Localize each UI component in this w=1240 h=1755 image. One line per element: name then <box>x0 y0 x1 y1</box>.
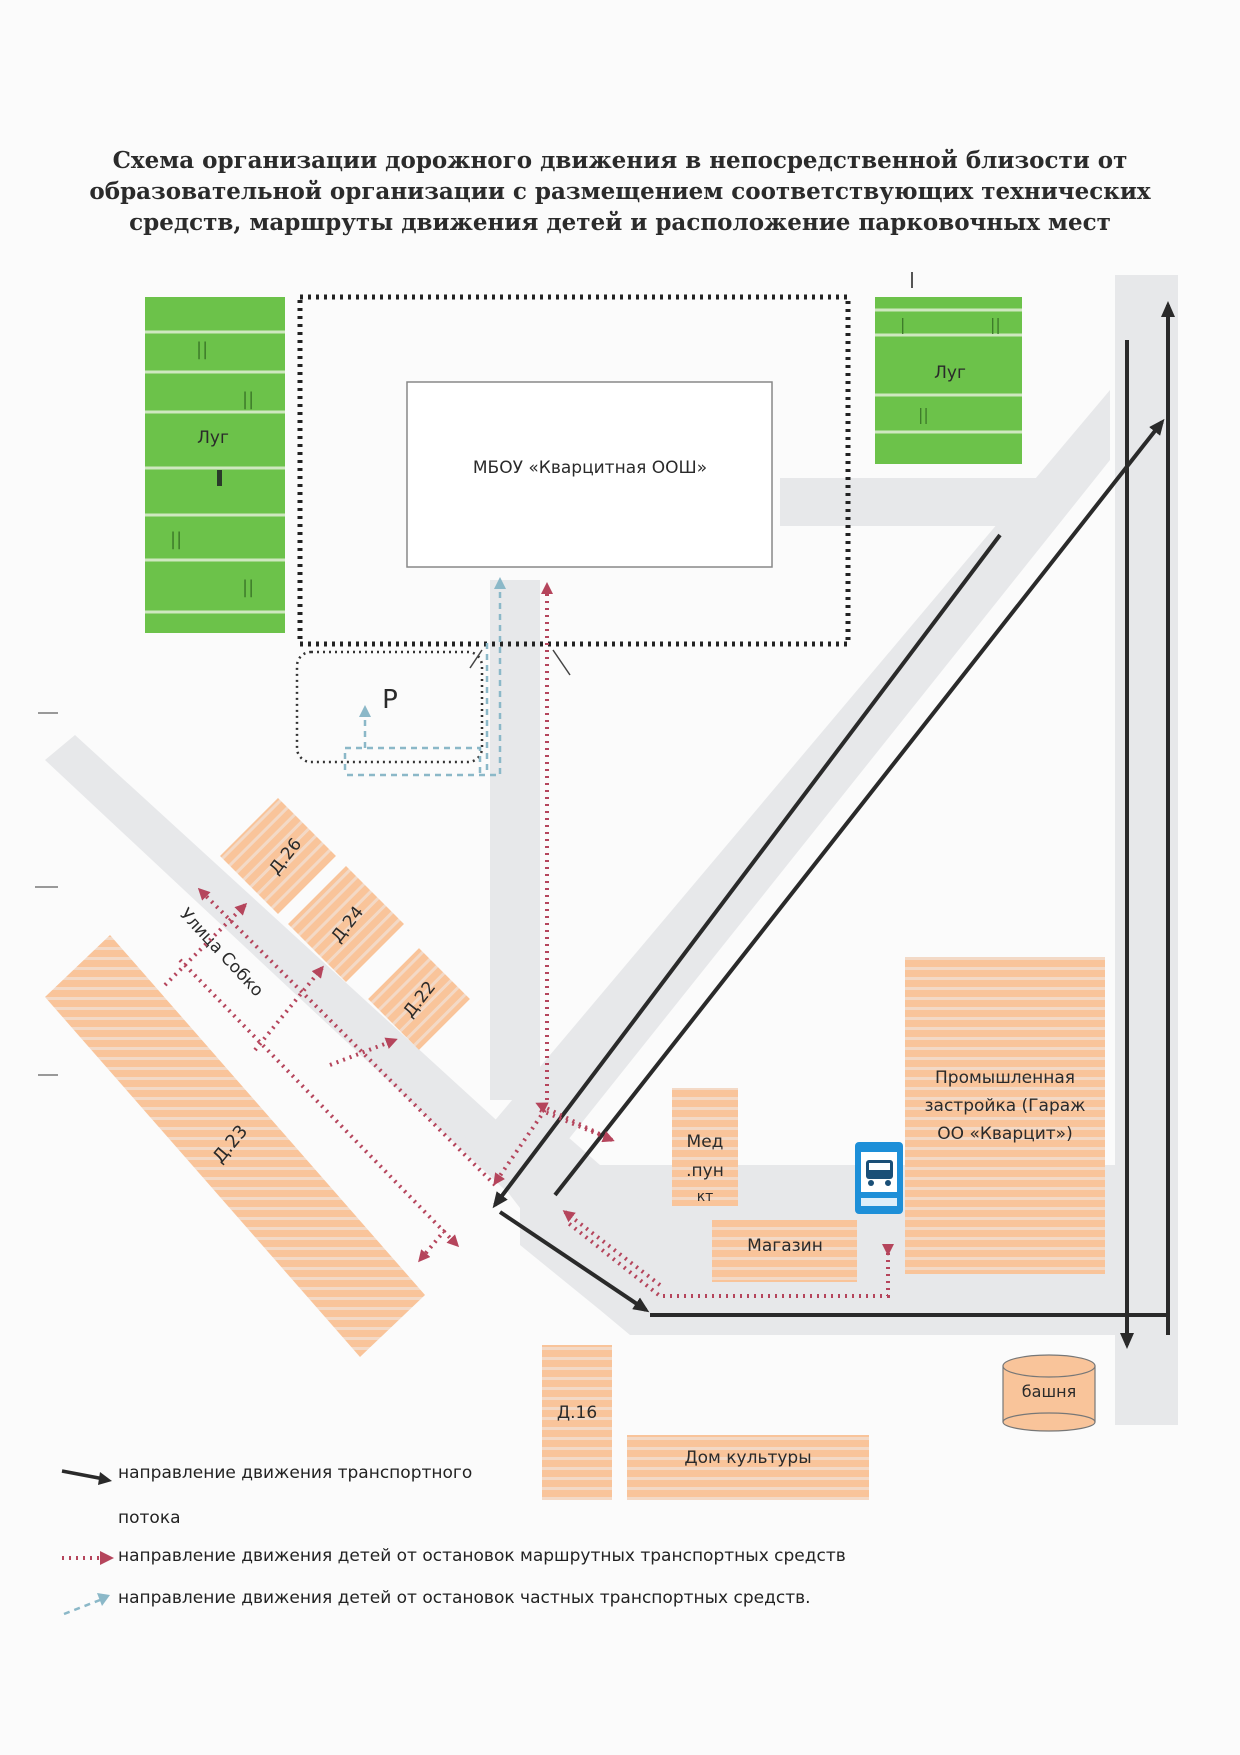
traffic-arrow-south-turn <box>498 1210 650 1313</box>
house-24 <box>288 866 404 982</box>
map-title: Схема организации дорожного движения в н… <box>80 145 1160 238</box>
house-23 <box>45 935 425 1357</box>
legend-traffic: направление движения транспортного <box>60 1463 660 1487</box>
route-cross-d26 <box>163 902 248 987</box>
route-public-main <box>565 1220 894 1298</box>
route-private-to-school <box>347 577 506 777</box>
road-school-east-access <box>780 478 1040 526</box>
road-school-access <box>490 580 540 1100</box>
med-label-1: Мед <box>687 1132 724 1152</box>
road-crossing-area <box>460 1130 640 1260</box>
route-public-shop-link <box>562 1210 662 1287</box>
children-private-routes <box>343 577 506 777</box>
title-line-2: образовательной организации с размещение… <box>89 178 1151 205</box>
legend-traffic-line2: потока <box>60 1508 360 1532</box>
legend-children-public: направление движения детей от остановок … <box>60 1546 1060 1570</box>
shop-label: Магазин <box>747 1236 823 1256</box>
margin-marks <box>35 712 58 1076</box>
meadow-right: | || || Луг <box>875 272 1022 464</box>
shop <box>712 1220 857 1282</box>
med-label-2: .пун <box>686 1161 724 1181</box>
title-line-3: средств, маршруты движения детей и распо… <box>129 209 1111 236</box>
culture-house-label: Дом культуры <box>684 1448 811 1468</box>
school-label: МБОУ «Кварцитная ООШ» <box>473 458 707 478</box>
bus-stop-icon <box>855 1142 903 1214</box>
traffic-arrow-ne <box>553 418 1165 1197</box>
svg-text:||: || <box>242 577 254 598</box>
meadow-right-label: Луг <box>934 363 966 383</box>
svg-text:||: || <box>918 405 929 424</box>
med-point <box>672 1088 738 1206</box>
med-label-3: кт <box>697 1189 714 1205</box>
svg-text:||: || <box>242 389 254 410</box>
school-building <box>406 381 773 568</box>
legend-traffic-label-2: потока <box>118 1508 181 1528</box>
title-line-1: Схема организации дорожного движения в н… <box>112 147 1128 174</box>
route-cross-d23 <box>418 1228 447 1263</box>
traffic-arrow-sw <box>492 533 1002 1209</box>
meadow-left-label: Луг <box>197 428 229 448</box>
legend-traffic-label: направление движения транспортного <box>118 1463 473 1483</box>
svg-text:||: || <box>196 339 208 360</box>
svg-text:||: || <box>170 529 182 550</box>
traffic-flow-arrows <box>492 301 1175 1349</box>
road-east-vertical <box>1115 275 1178 1425</box>
svg-text:||: || <box>990 315 1001 334</box>
parking-label: Р <box>382 685 398 715</box>
house-16 <box>542 1345 612 1500</box>
legend-children-public-label: направление движения детей от остановок … <box>118 1546 846 1566</box>
route-private-parking <box>343 746 482 775</box>
house-16-label: Д.16 <box>557 1403 597 1423</box>
road-sobko-street <box>45 735 540 1190</box>
water-tower: башня <box>1002 1354 1096 1432</box>
culture-house <box>627 1435 869 1500</box>
meadow-left: || || || || Луг <box>145 297 285 633</box>
legend-traffic-arrow-icon <box>61 1469 112 1485</box>
legend-children-private: направление движения детей от остановок … <box>60 1588 1060 1618</box>
industrial-area <box>905 957 1105 1274</box>
route-public-diagonal <box>539 1108 615 1143</box>
school-territory-fence <box>297 294 851 647</box>
industry-label-3: ОО «Кварцит») <box>937 1124 1072 1144</box>
children-public-routes <box>163 582 894 1298</box>
route-public-to-sobko <box>493 1108 547 1186</box>
parking-area <box>295 650 484 764</box>
buildings: Д.26 Д.24 Д.22 Д.23 Мед .пун кт Магазин … <box>45 798 1105 1500</box>
svg-text:|: | <box>900 315 905 334</box>
legend-red-dotted-arrow-icon <box>62 1551 114 1565</box>
industry-label-1: Промышленная <box>935 1068 1075 1088</box>
legend-blue-dashed-arrow-icon <box>63 1593 110 1616</box>
industry-label-2: застройка (Гараж <box>925 1096 1086 1116</box>
road-diagonal-to-north-east <box>470 390 1110 1150</box>
legend-children-private-label: направление движения детей от остановок … <box>118 1588 811 1608</box>
tower-label: башня <box>1022 1382 1076 1401</box>
